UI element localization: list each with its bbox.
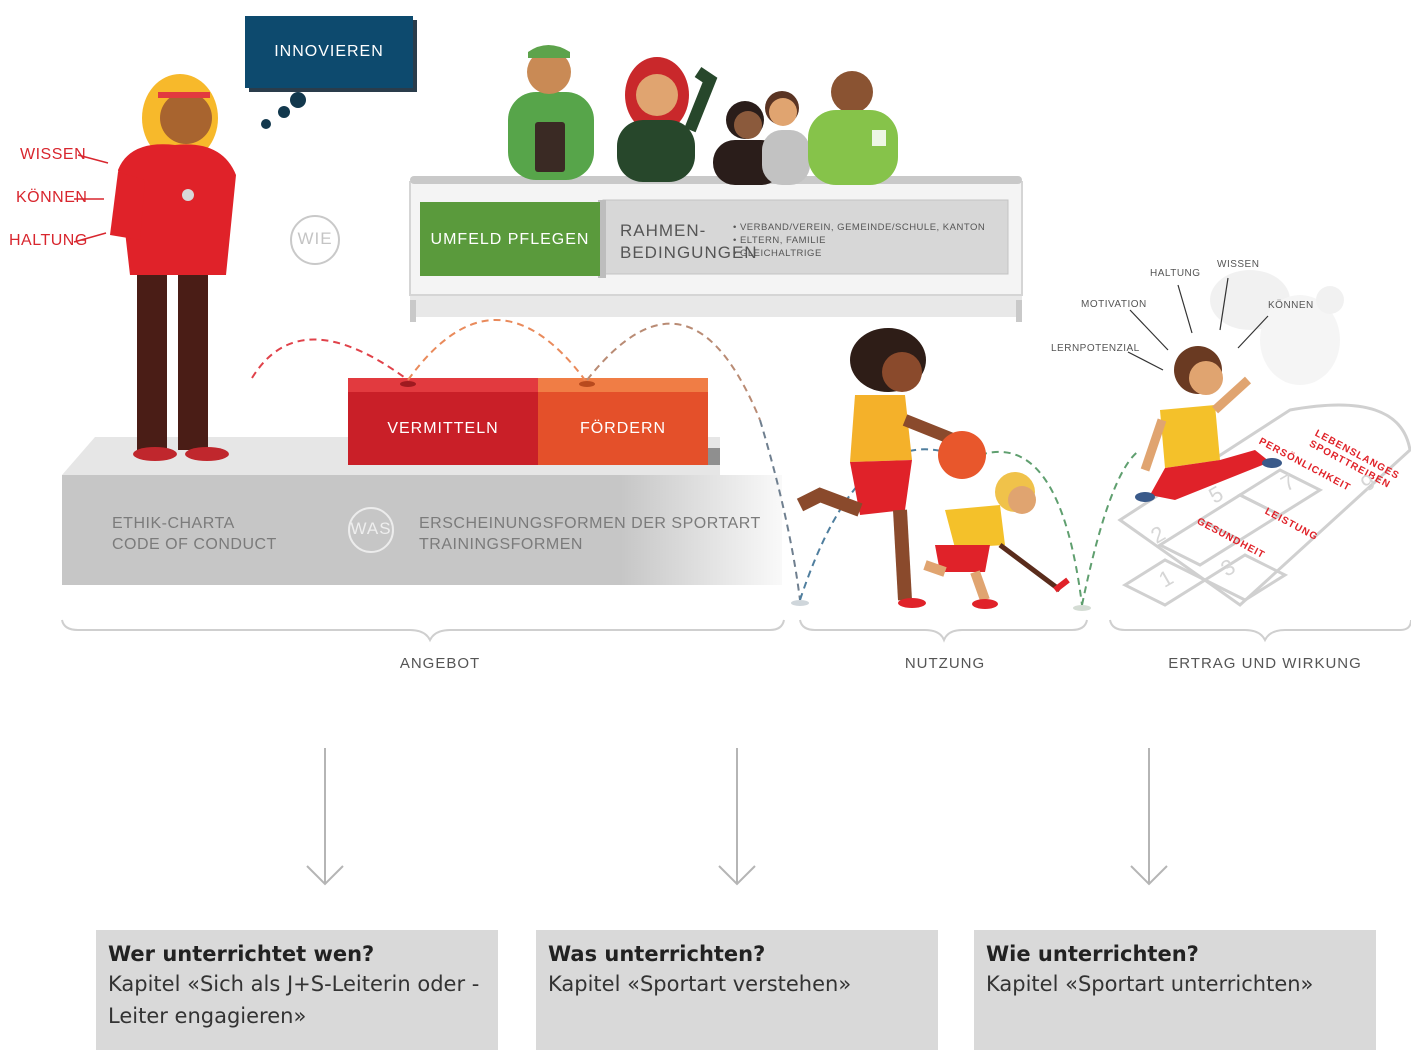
thought-dot (261, 119, 271, 129)
platform-right-text: ERSCHEINUNGSFORMEN DER SPORTART TRAINING… (419, 513, 761, 555)
block-shadow (708, 448, 720, 465)
section-nutzung: NUTZUNG (904, 655, 986, 672)
spectator-man-cap (508, 45, 594, 180)
learner-label-lernpotenzial: LERNPOTENZIAL (1051, 343, 1140, 354)
label-line (1219, 277, 1229, 331)
spectator-man-green (808, 71, 898, 185)
platform-left-text: ETHIK-CHARTA CODE OF CONDUCT (112, 513, 277, 555)
rahmen-title-line2: BEDINGUNGEN (620, 243, 758, 262)
bounce-mark (791, 600, 809, 606)
card-body: Kapitel «Sportart unterrichten» (986, 972, 1314, 996)
railing-bar (410, 176, 1022, 184)
was-circle (348, 507, 394, 553)
hopscotch-grid (1117, 403, 1411, 607)
thought-dot (278, 106, 290, 118)
bounce-mark (400, 381, 416, 387)
learner-label-motivation: MOTIVATION (1081, 299, 1147, 310)
railing-leg (410, 300, 416, 322)
learner-kid (1135, 346, 1282, 502)
vermitteln-label: VERMITTELN (387, 420, 499, 437)
brace-ertrag (1109, 619, 1411, 643)
foerdern-label: FÖRDERN (579, 420, 667, 437)
label-line (1237, 315, 1269, 349)
rahmen-title-line1: RAHMEN- (620, 221, 707, 240)
was-label: WAS (350, 519, 392, 538)
tag-line (73, 232, 107, 243)
section-angebot: ANGEBOT (399, 655, 481, 672)
card-body: Kapitel «Sportart verstehen» (548, 972, 852, 996)
wie-label: WIE (297, 229, 333, 248)
section-ertrag: ERTRAG UND WIRKUNG (1168, 655, 1362, 672)
ghost-figure (1210, 270, 1344, 385)
trainer-label-koennen: KÖNNEN (16, 189, 88, 206)
rahmen-bullets: • VERBAND/VEREIN, GEMEINDE/SCHULE, KANTO… (733, 221, 985, 260)
arrow-down (306, 748, 344, 886)
label-line (1129, 309, 1169, 351)
foerdern-block (538, 392, 708, 465)
hockey-kid (923, 472, 1070, 609)
rahmen-bullet: • GLEICHALTRIGE (733, 248, 822, 259)
arc-vermitteln-to-foerdern (407, 319, 586, 381)
card-wer-unterrichtet: Wer unterrichtet wen? Kapitel «Sich als … (96, 930, 498, 1050)
trainer-label-wissen: WISSEN (20, 146, 87, 163)
thought-bubble-text: INNOVIEREN (274, 43, 384, 60)
railing-base (410, 295, 1022, 317)
erscheinungsformen-label: ERSCHEINUNGSFORMEN DER SPORTART (419, 515, 761, 532)
thought-bubble (245, 16, 413, 88)
platform-fade (620, 475, 800, 585)
rahmen-title: RAHMEN- BEDINGUNGEN (620, 220, 758, 264)
arrow-down (718, 748, 756, 886)
trainer-label-haltung: HALTUNG (9, 232, 88, 249)
basketball-player (796, 328, 986, 608)
label-line (1177, 284, 1193, 334)
card-was-unterrichten: Was unterrichten? Kapitel «Sportart vers… (536, 930, 938, 1050)
trainer-figure (110, 74, 236, 461)
arrow-down (1130, 748, 1168, 886)
brace-nutzung (799, 619, 1088, 643)
bounce-mark (1073, 605, 1091, 611)
green-shadow (598, 200, 606, 278)
wie-circle (290, 215, 340, 265)
foerdern-block-top (538, 378, 708, 392)
learner-label-haltung: HALTUNG (1150, 268, 1201, 279)
brace-angebot (61, 619, 785, 643)
thought-dot (290, 92, 306, 108)
arc-trainer-to-vermitteln (251, 338, 409, 381)
rahmen-box (602, 199, 1009, 275)
bounce-mark (579, 381, 595, 387)
tag-line (77, 154, 109, 164)
spectator-boy (762, 91, 810, 185)
arc-to-ertrag (1081, 449, 1141, 606)
card-title: Was unterrichten? (548, 942, 766, 966)
arc-fall (759, 419, 801, 601)
ethik-charta-label: ETHIK-CHARTA (112, 515, 235, 532)
rahmen-bullet: • VERBAND/VEREIN, GEMEINDE/SCHULE, KANTO… (733, 222, 986, 233)
card-body: Kapitel «Sich als J+S-Leiterin oder -Lei… (108, 972, 480, 1028)
learner-label-wissen: WISSEN (1217, 259, 1260, 270)
arc-kid (979, 450, 1083, 606)
card-title: Wer unterrichtet wen? (108, 942, 375, 966)
railing-leg (1016, 300, 1022, 322)
card-wie-unterrichten: Wie unterrichten? Kapitel «Sportart unte… (974, 930, 1376, 1050)
spectator-woman-red-hair (617, 57, 718, 182)
rahmen-bullet: • ELTERN, FAMILIE (733, 235, 826, 246)
code-of-conduct-label: CODE OF CONDUCT (112, 536, 277, 553)
umfeld-pflegen-button: UMFELD PFLEGEN (430, 231, 590, 248)
vermitteln-block-top (348, 378, 538, 392)
card-title: Wie unterrichten? (986, 942, 1199, 966)
learner-label-koennen: KÖNNEN (1268, 300, 1314, 311)
trainingsformen-label: TRAININGSFORMEN (419, 536, 583, 553)
umfeld-button-bg (420, 202, 600, 276)
label-line (1127, 351, 1164, 371)
vermitteln-block (348, 392, 538, 465)
arc-foerdern-to-nutzung (586, 322, 761, 421)
